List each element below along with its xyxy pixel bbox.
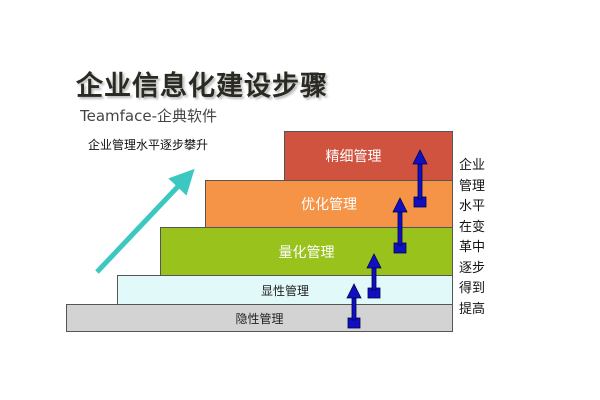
step-2: 显性管理 — [117, 275, 453, 305]
up-arrow-icon — [346, 283, 362, 329]
up-arrow-icon — [392, 197, 408, 254]
side-note: 企业管理水平在变革中逐步得到提高 — [459, 158, 486, 317]
trend-label: 企业管理水平逐步攀升 — [88, 138, 209, 152]
up-arrow-icon — [412, 149, 428, 208]
step-label: 优化管理 — [301, 197, 357, 213]
step-4: 优化管理 — [205, 180, 453, 228]
page-title: 企业信息化建设步骤 — [76, 71, 328, 102]
step-5: 精细管理 — [284, 131, 453, 181]
trend-arrow-icon — [95, 168, 195, 274]
up-arrow-icon — [366, 253, 382, 299]
subtitle: Teamface-企典软件 — [80, 107, 218, 125]
step-label: 量化管理 — [278, 244, 335, 261]
step-1: 隐性管理 — [66, 304, 453, 332]
step-label: 隐性管理 — [235, 311, 284, 326]
step-label: 精细管理 — [325, 149, 382, 165]
step-label: 显性管理 — [260, 283, 309, 298]
